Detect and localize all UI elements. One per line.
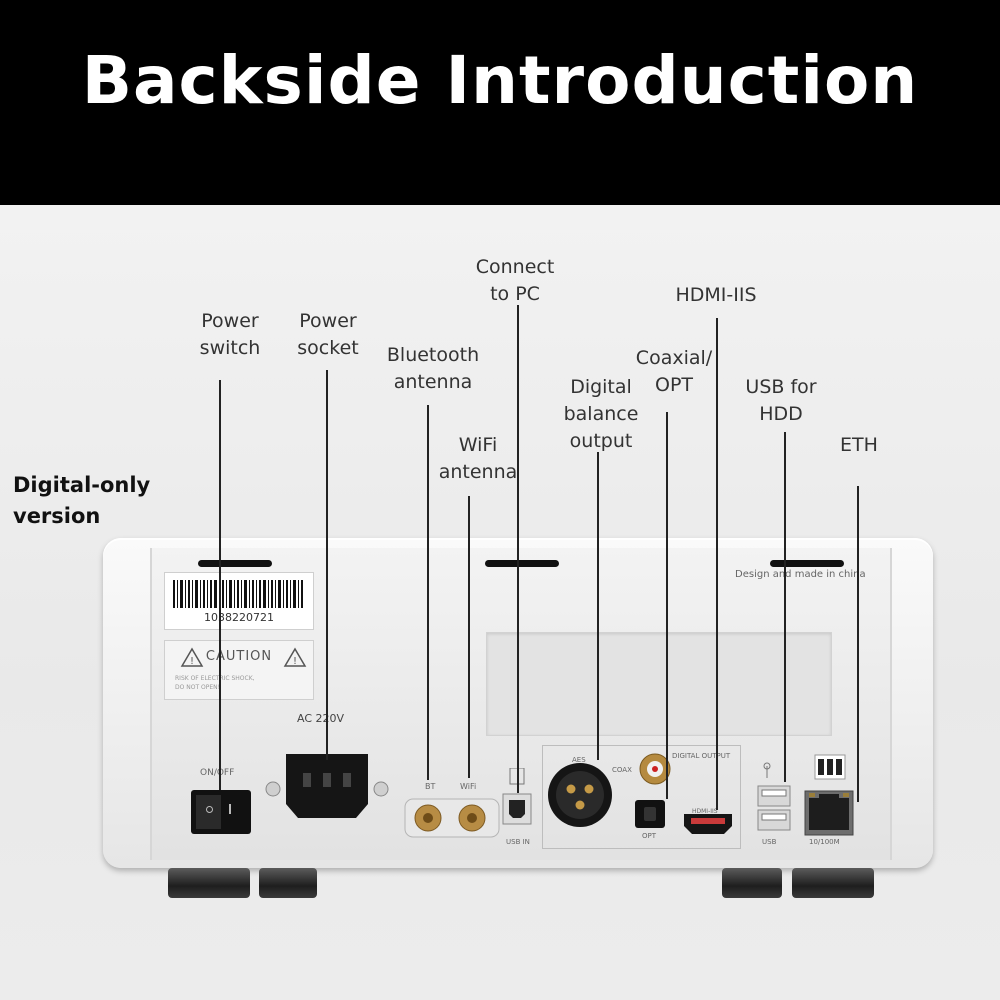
callout-usb-hdd-line-1: USB for bbox=[745, 376, 817, 398]
caution-subtext: RISK OF ELECTRIC SHOCK, DO NOT OPEN! bbox=[175, 674, 255, 692]
digital-output-label: DIGITAL OUTPUT bbox=[672, 752, 731, 760]
caution-subtext-line-1: RISK OF ELECTRIC SHOCK, bbox=[175, 675, 255, 682]
banner-title: Backside Introduction bbox=[81, 42, 919, 119]
rocker bbox=[196, 795, 246, 829]
callout-digital-balance-output: Digital balance output bbox=[553, 374, 649, 455]
callout-usb-for-hdd: USB for HDD bbox=[732, 374, 830, 428]
leader-line-coax bbox=[666, 412, 668, 799]
dip-switch[interactable] bbox=[814, 752, 846, 782]
power-socket[interactable] bbox=[262, 740, 392, 830]
vent-slot bbox=[770, 560, 844, 567]
leader-line-power-switch bbox=[219, 380, 221, 790]
device-foot bbox=[792, 868, 874, 898]
bt-port-label: BT bbox=[425, 782, 436, 791]
device-foot bbox=[722, 868, 782, 898]
leader-line-aes bbox=[597, 452, 599, 760]
svg-text:!: ! bbox=[190, 656, 194, 667]
leader-line-eth bbox=[857, 486, 859, 802]
on-off-label: ON/OFF bbox=[200, 768, 235, 778]
leader-line-usb-hdd bbox=[784, 432, 786, 782]
callout-eth-line-1: ETH bbox=[840, 434, 878, 456]
callout-connect-pc-line-2: to PC bbox=[490, 283, 540, 305]
caution-text: CAUTION bbox=[205, 649, 273, 664]
vent-slot bbox=[198, 560, 272, 567]
callout-digital-balance-line-3: output bbox=[569, 430, 633, 452]
callout-hdmi-line-1: HDMI-IIS bbox=[675, 284, 757, 306]
callout-wifi-line-1: WiFi bbox=[458, 434, 498, 456]
usb-in-label: USB IN bbox=[506, 838, 530, 846]
callout-hdmi-iis: HDMI-IIS bbox=[664, 282, 768, 309]
callout-connect-to-pc: Connect to PC bbox=[466, 254, 564, 308]
version-label-line-2: version bbox=[13, 504, 101, 528]
wifi-port-label: WiFi bbox=[460, 782, 477, 791]
usb-a-ports[interactable] bbox=[752, 758, 796, 838]
leader-line-usb-pc bbox=[517, 305, 519, 793]
on-mark-icon bbox=[229, 804, 231, 814]
ac-voltage-label: AC 220V bbox=[297, 712, 345, 725]
callout-power-switch: Power switch bbox=[186, 308, 274, 362]
barcode-number: 1038220721 bbox=[204, 611, 274, 624]
coax-label: COAX bbox=[612, 766, 632, 774]
callout-bluetooth-line-2: antenna bbox=[393, 371, 473, 393]
callout-power-socket-line-1: Power bbox=[299, 310, 357, 332]
callout-wifi-antenna: WiFi antenna bbox=[432, 432, 524, 486]
coax-port[interactable] bbox=[638, 752, 672, 786]
opt-label: OPT bbox=[642, 832, 657, 840]
usb-label: USB bbox=[762, 838, 777, 846]
callout-power-switch-line-1: Power bbox=[201, 310, 259, 332]
hdmi-iis-label: HDMI-IIS bbox=[692, 808, 718, 815]
callout-digital-balance-line-1: Digital bbox=[570, 376, 632, 398]
callout-power-socket: Power socket bbox=[283, 308, 373, 362]
callout-power-socket-line-2: socket bbox=[297, 337, 359, 359]
callout-connect-pc-line-1: Connect bbox=[475, 256, 555, 278]
barcode-image bbox=[173, 580, 303, 608]
title-banner: Backside Introduction bbox=[0, 0, 1000, 205]
callout-eth: ETH bbox=[826, 432, 892, 459]
device-foot bbox=[259, 868, 317, 898]
leader-line-wifi bbox=[468, 496, 470, 778]
barcode-sticker: 1038220721 bbox=[164, 572, 314, 630]
vent-slot bbox=[485, 560, 559, 567]
version-label-line-1: Digital-only bbox=[13, 473, 151, 497]
aes-label: AES bbox=[572, 756, 586, 764]
digital-output-group bbox=[542, 745, 741, 849]
leader-line-hdmi bbox=[716, 318, 718, 810]
callout-power-switch-line-2: switch bbox=[199, 337, 261, 359]
caution-triangles: ! ! bbox=[180, 647, 307, 667]
off-mark-icon bbox=[206, 806, 213, 813]
callout-bluetooth-antenna: Bluetooth antenna bbox=[378, 342, 488, 396]
svg-text:!: ! bbox=[293, 656, 297, 667]
optical-port[interactable] bbox=[635, 800, 665, 828]
callout-digital-balance-line-2: balance bbox=[563, 403, 639, 425]
caution-sticker: ! ! CAUTION RISK OF ELECTRIC SHOCK, DO N… bbox=[164, 640, 314, 700]
eth-speed-label: 10/100M bbox=[809, 838, 840, 846]
hdmi-port[interactable] bbox=[682, 812, 734, 836]
caution-subtext-line-2: DO NOT OPEN! bbox=[175, 684, 221, 691]
made-in-text: Design and made in china bbox=[735, 569, 866, 580]
xlr-aes-port[interactable] bbox=[545, 760, 615, 830]
usb-b-port[interactable] bbox=[500, 768, 536, 836]
callout-coaxial-line-2: OPT bbox=[654, 374, 694, 396]
power-switch[interactable] bbox=[191, 790, 251, 834]
version-label: Digital-only version bbox=[13, 470, 150, 532]
callout-wifi-line-2: antenna bbox=[438, 461, 518, 483]
leader-line-bluetooth bbox=[427, 405, 429, 780]
callout-bluetooth-line-1: Bluetooth bbox=[386, 344, 480, 366]
callout-coaxial-opt: Coaxial/ OPT bbox=[626, 345, 722, 399]
device-foot bbox=[168, 868, 250, 898]
optical-shutter bbox=[644, 807, 656, 821]
antenna-connectors bbox=[404, 798, 500, 838]
callout-coaxial-line-1: Coaxial/ bbox=[635, 347, 713, 369]
callout-usb-hdd-line-2: HDD bbox=[759, 403, 803, 425]
ethernet-port[interactable] bbox=[804, 790, 854, 836]
leader-line-power-socket bbox=[326, 370, 328, 760]
recessed-plate bbox=[486, 632, 832, 736]
